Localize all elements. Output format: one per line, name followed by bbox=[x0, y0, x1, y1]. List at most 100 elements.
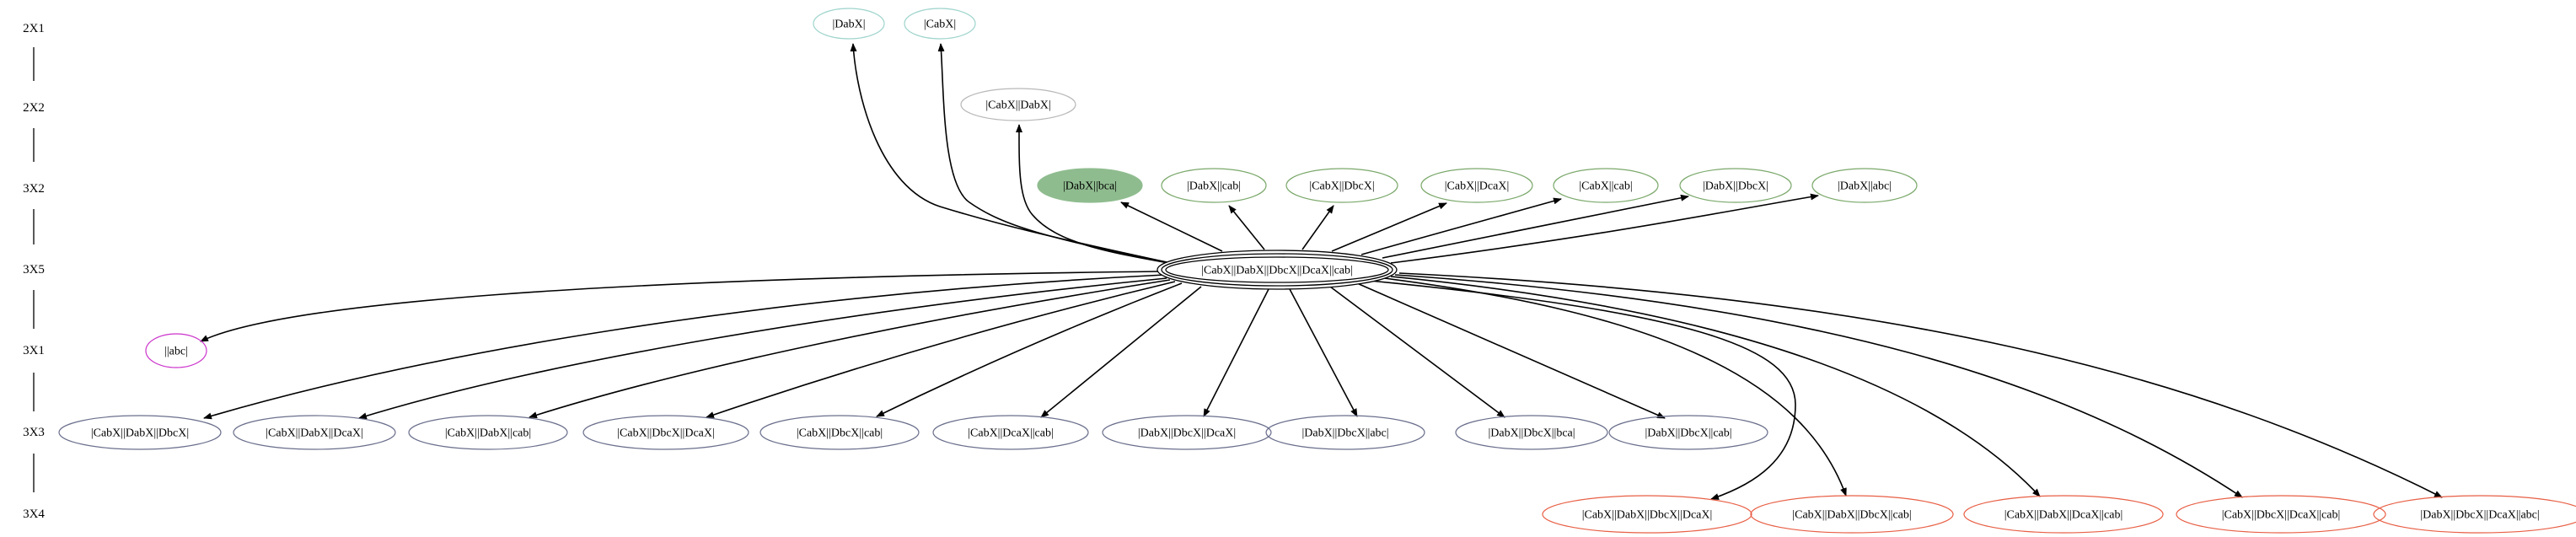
node-label: |CabX||DabX||DcaX||cab| bbox=[2004, 509, 2123, 522]
edge-center-to-n3x2_c bbox=[1301, 205, 1334, 250]
edge-center-to-n3x2_d bbox=[1331, 202, 1447, 252]
node-ellipse bbox=[582, 415, 749, 450]
rank-label-3x1: 3X1 bbox=[23, 344, 45, 357]
edge-center-to-n2x1_b bbox=[937, 43, 1183, 266]
center-node-outline bbox=[1161, 253, 1393, 287]
edge-center-to-n3x3_j bbox=[1356, 282, 1666, 419]
center-node-outline bbox=[1165, 256, 1389, 283]
node-ellipse bbox=[1455, 415, 1608, 450]
node-n3x3_e[interactable]: |CabX||DbcX||cab| bbox=[759, 415, 920, 450]
edge-center-to-n3x3_d bbox=[706, 281, 1176, 418]
node-ellipse bbox=[2373, 495, 2576, 534]
node-n3x3_b[interactable]: |CabX||DabX||DcaX| bbox=[233, 415, 396, 450]
edge-center-to-n3x4_e bbox=[1398, 272, 2443, 498]
node-label: |DabX||cab| bbox=[1187, 180, 1241, 193]
edge-center-to-n3x3_c bbox=[529, 279, 1171, 419]
center-node-outline bbox=[1157, 250, 1398, 290]
node-label: |CabX||DabX| bbox=[985, 99, 1050, 112]
node-n3x4_a[interactable]: |CabX||DabX||DbcX||DcaX| bbox=[1542, 495, 1752, 534]
node-n2x1_b[interactable]: |CabX| bbox=[904, 8, 976, 40]
node-label: |DabX||DbcX||cab| bbox=[1645, 427, 1731, 440]
node-label: |CabX||DbcX||DcaX||cab| bbox=[2222, 509, 2341, 522]
node-label: |DabX||DbcX||DcaX| bbox=[1138, 427, 1236, 440]
node-n3x3_h[interactable]: |DabX||DbcX||abc| bbox=[1265, 415, 1425, 450]
rank-label-2x2: 2X2 bbox=[23, 101, 45, 115]
node-ellipse bbox=[1553, 168, 1659, 203]
node-n3x2_d[interactable]: |CabX||DcaX| bbox=[1420, 168, 1533, 203]
edge-center-to-n3x2_a bbox=[1120, 201, 1223, 252]
node-n3x4_d[interactable]: |CabX||DbcX||DcaX||cab| bbox=[2176, 495, 2386, 534]
node-label: ||abc| bbox=[164, 346, 188, 358]
node-label: |CabX||cab| bbox=[1579, 180, 1632, 193]
node-label: |CabX| bbox=[924, 19, 956, 31]
node-ellipse bbox=[960, 88, 1076, 121]
node-n3x2_g[interactable]: |DabX||abc| bbox=[1811, 168, 1918, 203]
node-ellipse bbox=[233, 415, 396, 450]
node-ellipse bbox=[1161, 168, 1267, 203]
node-label: |CabX||DbcX||cab| bbox=[797, 427, 883, 440]
node-n3x3_g[interactable]: |DabX||DbcX||DcaX| bbox=[1102, 415, 1272, 450]
node-label: |CabX||DabX||DcaX| bbox=[266, 427, 363, 440]
node-label: |DabX||DbcX||DcaX||abc| bbox=[2420, 509, 2539, 522]
edge-center-to-n2x2_a bbox=[1015, 124, 1183, 266]
node-label: |CabX||DbcX| bbox=[1309, 180, 1374, 193]
edge-center-to-n2x1_a bbox=[850, 43, 1183, 266]
node-label: |DabX||abc| bbox=[1838, 180, 1892, 193]
node-ellipse bbox=[904, 8, 976, 40]
edge-center-to-n3x3_i bbox=[1329, 286, 1505, 418]
node-label: |DabX| bbox=[832, 19, 865, 31]
node-ellipse bbox=[1102, 415, 1272, 450]
node-ellipse bbox=[759, 415, 920, 450]
edge-center-to-n3x3_h bbox=[1289, 288, 1358, 417]
node-ellipse bbox=[58, 415, 222, 450]
node-label: |CabX||DbcX||DcaX| bbox=[617, 427, 715, 440]
node-ellipse bbox=[1963, 495, 2164, 534]
node-n3x4_e[interactable]: |DabX||DbcX||DcaX||abc| bbox=[2373, 495, 2576, 534]
node-label: |CabX||DcaX| bbox=[1445, 180, 1510, 193]
edge-center-to-n3x4_d bbox=[1394, 274, 2243, 498]
node-n3x3_i[interactable]: |DabX||DbcX||bca| bbox=[1455, 415, 1608, 450]
edge-center-to-n3x2_e bbox=[1360, 197, 1562, 255]
node-n3x1_a[interactable]: ||abc| bbox=[145, 333, 207, 368]
node-ellipse bbox=[1679, 168, 1792, 203]
center-node[interactable]: |CabX||DabX||DbcX||DcaX||cab| bbox=[1157, 250, 1398, 290]
node-n3x3_d[interactable]: |CabX||DbcX||DcaX| bbox=[582, 415, 749, 450]
rank-label-3x4: 3X4 bbox=[23, 507, 45, 521]
node-n3x3_j[interactable]: |DabX||DbcX||cab| bbox=[1608, 415, 1768, 450]
node-n3x2_a[interactable]: |DabX||bca| bbox=[1037, 168, 1143, 203]
node-label: |DabX||DbcX||bca| bbox=[1488, 427, 1575, 440]
node-ellipse bbox=[813, 8, 885, 40]
edge-center-to-n3x2_b bbox=[1228, 205, 1265, 250]
edge-center-to-n3x2_g bbox=[1390, 193, 1819, 264]
edge-center-to-n3x2_f bbox=[1382, 194, 1689, 259]
node-n3x2_c[interactable]: |CabX||DbcX| bbox=[1285, 168, 1398, 203]
node-n3x2_b[interactable]: |DabX||cab| bbox=[1161, 168, 1267, 203]
node-ellipse bbox=[1037, 168, 1143, 203]
edge-center-to-n3x3_g bbox=[1203, 288, 1269, 417]
node-label: |CabX||DabX||DbcX| bbox=[91, 427, 189, 440]
node-label: |DabX||DbcX||abc| bbox=[1301, 427, 1388, 440]
edge-center-to-n3x3_a bbox=[203, 274, 1166, 420]
edge-center-to-n3x3_b bbox=[358, 277, 1167, 420]
node-n2x2_a[interactable]: |CabX||DabX| bbox=[960, 88, 1076, 121]
edge-center-to-n3x4_b bbox=[1383, 277, 1847, 497]
node-n3x3_f[interactable]: |CabX||DcaX||cab| bbox=[932, 415, 1089, 450]
node-n2x1_a[interactable]: |DabX| bbox=[813, 8, 885, 40]
edge-center-to-n3x4_a bbox=[1369, 280, 1796, 500]
node-n3x4_b[interactable]: |CabX||DabX||DbcX||cab| bbox=[1750, 495, 1954, 534]
edges bbox=[200, 43, 2443, 500]
node-n3x3_a[interactable]: |CabX||DabX||DbcX| bbox=[58, 415, 222, 450]
node-ellipse bbox=[1285, 168, 1398, 203]
edge-center-to-n3x1_a bbox=[200, 271, 1160, 342]
node-n3x2_e[interactable]: |CabX||cab| bbox=[1553, 168, 1659, 203]
node-label: |DabX||bca| bbox=[1063, 180, 1117, 193]
rank-label-3x2: 3X2 bbox=[23, 182, 45, 196]
edge-center-to-n3x3_f bbox=[1040, 286, 1202, 418]
rank-axis: 2X1 2X2 3X2 3X5 3X1 3X3 3X4 bbox=[23, 22, 45, 521]
node-ellipse bbox=[408, 415, 568, 450]
node-n3x4_c[interactable]: |CabX||DabX||DcaX||cab| bbox=[1963, 495, 2164, 534]
node-ellipse bbox=[2176, 495, 2386, 534]
node-n3x3_c[interactable]: |CabX||DabX||cab| bbox=[408, 415, 568, 450]
node-n3x2_f[interactable]: |DabX||DbcX| bbox=[1679, 168, 1792, 203]
